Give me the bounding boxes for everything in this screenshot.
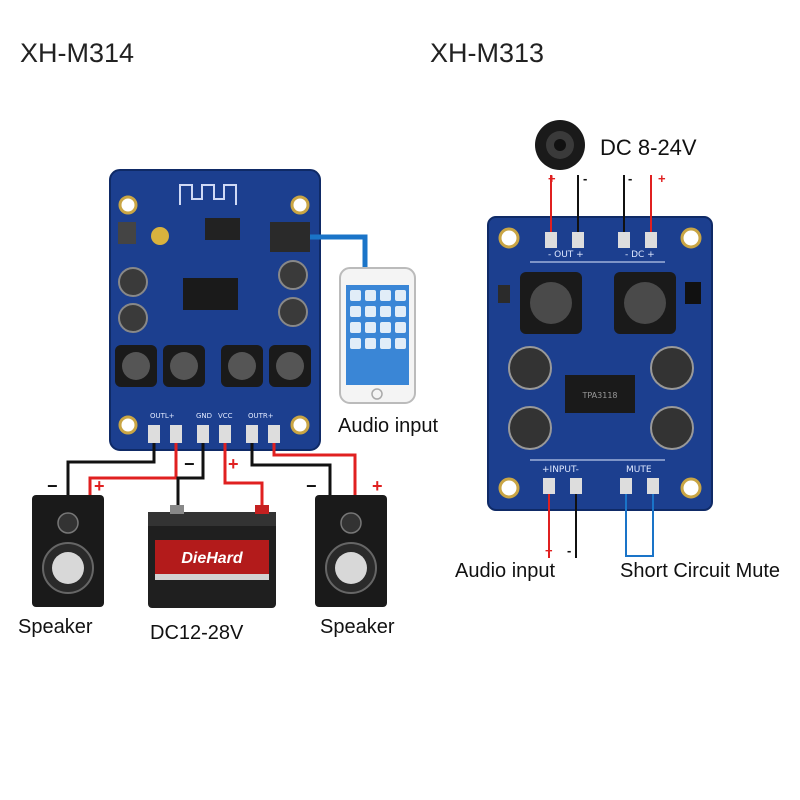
wire-right-speaker-plus bbox=[272, 443, 357, 495]
battery-minus-mark: − bbox=[184, 454, 195, 474]
dc-minus-mark: - bbox=[628, 171, 632, 186]
mute-short-wire bbox=[625, 494, 654, 557]
wire-battery-minus bbox=[176, 443, 205, 510]
label-gnd: GND bbox=[196, 412, 212, 420]
speaker-round-icon bbox=[535, 120, 585, 170]
wire-left-speaker-plus bbox=[88, 443, 178, 495]
audio-plus-mark: + bbox=[545, 543, 553, 558]
phone-icon bbox=[339, 267, 416, 404]
battery-plus-mark: + bbox=[228, 454, 239, 474]
terminal-outl-plus bbox=[170, 425, 182, 443]
left-audio-input-label: Audio input bbox=[338, 415, 439, 437]
audio-cable bbox=[310, 234, 368, 270]
label-outr: OUTR+ bbox=[248, 412, 274, 420]
wire-left-speaker-minus bbox=[66, 443, 156, 495]
right-board-title: XH-M313 bbox=[430, 38, 545, 68]
right-speaker-label: Speaker bbox=[320, 616, 395, 638]
left-board-title: XH-M314 bbox=[20, 38, 135, 68]
out-plus-mark: + bbox=[548, 171, 556, 186]
audio-minus-mark: - bbox=[567, 543, 571, 558]
left-speaker-icon bbox=[32, 495, 104, 607]
left-speaker-label: Speaker bbox=[18, 616, 93, 638]
label-vcc: VCC bbox=[218, 412, 233, 420]
right-speaker-icon bbox=[315, 495, 387, 607]
right-speaker-minus-mark: − bbox=[306, 476, 317, 496]
terminal-outr-plus bbox=[268, 425, 280, 443]
amp-chip-label: TPA3118 bbox=[581, 391, 617, 400]
xh-m314-board: OUTL+ GND VCC OUTR+ bbox=[109, 169, 321, 451]
input-header-label: +INPUT- bbox=[542, 465, 579, 475]
wire-battery-plus bbox=[223, 443, 264, 515]
right-supply-label: DC 8-24V bbox=[600, 135, 697, 160]
out-minus-mark: - bbox=[583, 171, 587, 186]
label-outl: OUTL+ bbox=[150, 412, 175, 420]
right-audio-input-label: Audio input bbox=[455, 560, 556, 582]
left-speaker-plus-mark: + bbox=[94, 476, 105, 496]
right-speaker-plus-mark: + bbox=[372, 476, 383, 496]
out-header-label: - OUT + bbox=[548, 250, 584, 260]
terminal-vcc bbox=[219, 425, 231, 443]
terminal-gnd bbox=[197, 425, 209, 443]
supply-voltage-label: DC12-28V bbox=[150, 622, 244, 644]
battery-icon: DieHard bbox=[148, 505, 276, 608]
wire-right-speaker-minus bbox=[250, 443, 332, 495]
terminal-outl-minus bbox=[148, 425, 160, 443]
left-speaker-minus-mark: − bbox=[47, 476, 58, 496]
mute-header-label: MUTE bbox=[626, 465, 652, 475]
short-circuit-mute-label: Short Circuit Mute bbox=[620, 560, 781, 582]
xh-m313-board: - OUT + - DC + TPA3118 +INPUT- MUTE bbox=[487, 216, 713, 511]
dc-plus-mark: + bbox=[658, 171, 666, 186]
terminal-outr-minus bbox=[246, 425, 258, 443]
dc-header-label: - DC + bbox=[625, 250, 655, 260]
battery-brand: DieHard bbox=[181, 550, 244, 567]
